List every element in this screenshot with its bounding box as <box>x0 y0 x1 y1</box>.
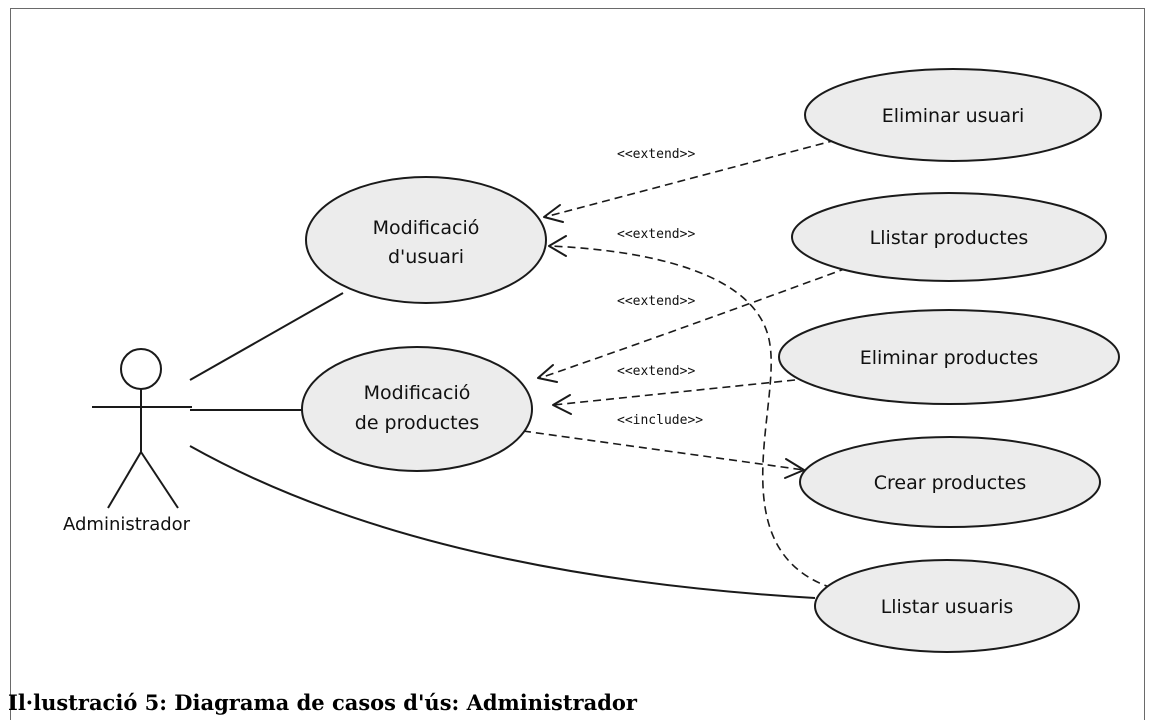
actor-right-leg <box>140 451 179 509</box>
use-case-llistar-productes: Llistar productes <box>791 192 1107 282</box>
arrowhead <box>543 204 564 223</box>
use-case-label-line-1: Modificació <box>373 217 480 239</box>
arrowhead <box>548 235 567 257</box>
extend-eliminar-productes-line <box>552 379 796 406</box>
actor-label: Administrador <box>63 514 191 535</box>
use-case-label: Eliminar productes <box>860 347 1039 369</box>
stereotype-extend-1: <<extend>> <box>617 147 695 162</box>
actor-head <box>120 348 162 390</box>
use-case-label: Llistar usuaris <box>881 596 1014 618</box>
association-llistar-usuaris <box>189 445 816 599</box>
figure-frame <box>10 8 1145 720</box>
use-case-modificacio-usuari: Modificació d'usuari <box>305 176 547 304</box>
actor-left-leg <box>107 451 142 509</box>
arrowhead <box>537 364 558 383</box>
stereotype-include: <<include>> <box>617 413 703 428</box>
use-case-label-line-1: Modificació <box>364 382 471 404</box>
use-case-label: Eliminar usuari <box>882 105 1025 127</box>
figure-caption: Il·lustració 5: Diagrama de casos d'ús: … <box>8 690 637 715</box>
use-case-llistar-usuaris: Llistar usuaris <box>814 559 1080 653</box>
use-case-eliminar-productes: Eliminar productes <box>778 309 1120 405</box>
arrowhead <box>552 394 572 415</box>
extend-llistar-productes-line <box>539 267 848 379</box>
actor-administrador: Administrador <box>63 348 192 535</box>
association-modificacio-usuari <box>189 292 344 381</box>
stereotype-extend-3: <<extend>> <box>617 294 695 309</box>
use-case-label: Crear productes <box>874 472 1027 494</box>
use-case-modificacio-productes: Modificació de productes <box>301 346 533 472</box>
include-crear-productes-line <box>522 430 805 471</box>
extend-eliminar-usuari-line <box>544 139 837 218</box>
arrowhead <box>784 458 805 479</box>
stereotype-extend-4: <<extend>> <box>617 364 695 379</box>
stereotype-extend-2: <<extend>> <box>617 227 695 242</box>
use-case-crear-productes: Crear productes <box>799 436 1101 528</box>
use-case-label-line-2: de productes <box>355 412 479 434</box>
use-case-label: Llistar productes <box>870 227 1029 249</box>
use-case-eliminar-usuari: Eliminar usuari <box>804 68 1102 162</box>
use-case-label-line-2: d'usuari <box>388 246 464 268</box>
extend-llistar-usuaris-line <box>549 245 833 589</box>
